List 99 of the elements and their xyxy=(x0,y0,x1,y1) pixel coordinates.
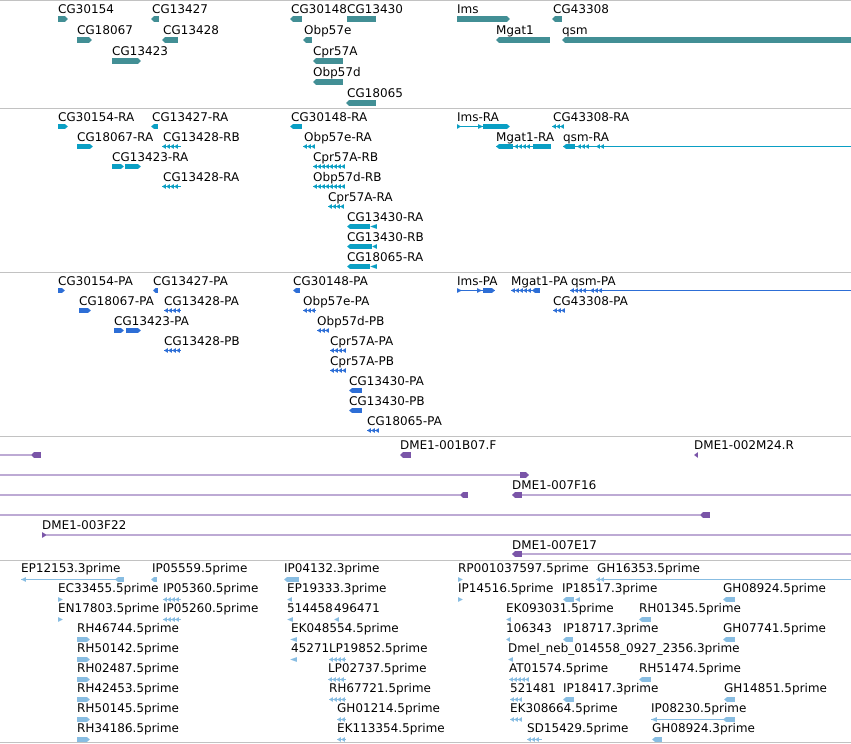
feature-label: Ims-RA xyxy=(457,110,499,124)
feature-label: SD15429.5prime xyxy=(527,721,628,736)
feature-label: Cpr57A-PB xyxy=(330,354,394,368)
feature-label: RH01345.5prime xyxy=(639,601,741,616)
feature-label: Cpr57A-RA xyxy=(328,190,393,204)
feature-label: Mgat1-PA xyxy=(511,274,568,288)
feature-label: CG18067 xyxy=(77,22,133,37)
feature-label: CG13428 xyxy=(163,22,219,37)
feature-label: IP04132.3prime xyxy=(284,561,380,576)
feature-label: CG30148-PA xyxy=(293,274,368,288)
feature-label: CG13430-RB xyxy=(347,230,424,244)
feature-label: CG13430-PA xyxy=(349,374,424,388)
feature-label: CG18067-RA xyxy=(77,130,154,144)
feature-label: qsm xyxy=(562,22,588,37)
feature-label: Obp57e-PA xyxy=(303,294,370,308)
feature-label: Obp57d xyxy=(313,64,361,79)
feature-label: CG30154-PA xyxy=(58,274,133,288)
feature-label: Obp57d-RB xyxy=(313,170,382,184)
feature-label: CG13423-RA xyxy=(112,150,188,164)
feature-label: Obp57e-RA xyxy=(304,130,372,144)
feature-label: Obp57d-PB xyxy=(317,314,384,328)
feature-label: CG13430-RA xyxy=(347,210,424,224)
feature-label: RH51474.5prime xyxy=(639,661,741,676)
feature-label: EK048554.5prime xyxy=(291,621,399,636)
feature-label: CG43308-RA xyxy=(553,110,630,124)
feature-label: Obp57e xyxy=(304,22,352,37)
feature-label: qsm-RA xyxy=(563,130,609,144)
feature-label: CG30148-RA xyxy=(291,110,368,124)
feature-label: RH67721.5prime xyxy=(329,681,431,696)
feature-label: GH08924.3prime xyxy=(652,721,755,736)
feature-label: EK093031.5prime xyxy=(506,601,614,616)
feature-label: Ims xyxy=(457,2,478,16)
feature-label: GH08924.5prime xyxy=(723,581,826,596)
feature-label: DME1-003F22 xyxy=(42,518,126,532)
feature-label: CG13427-RA xyxy=(152,110,228,124)
feature-label: Cpr57A-PA xyxy=(330,334,394,348)
feature-label: CG30154-RA xyxy=(58,110,134,124)
feature-label: EK308664.5prime xyxy=(510,701,618,716)
feature-label: CG30154 xyxy=(58,2,114,16)
feature-label: CG13428-PB xyxy=(164,334,240,348)
feature-label: 514458 xyxy=(287,601,333,616)
feature-label: IP05360.5prime xyxy=(163,581,258,596)
feature-label: CG13427 xyxy=(152,2,208,16)
feature-label: RH50145.5prime xyxy=(77,701,179,716)
feature-label: EP19333.3prime xyxy=(287,581,386,596)
feature-label: LP19852.5prime xyxy=(329,641,428,656)
feature-label: IP08230.5prime xyxy=(651,701,746,716)
feature-label: DME1-002M24.R xyxy=(694,438,794,452)
feature-label: CG13423 xyxy=(112,44,168,58)
feature-label: IP18717.3prime xyxy=(563,621,658,636)
feature-label: IP18417.3prime xyxy=(563,681,658,696)
feature-label: CG43308-PA xyxy=(553,294,628,308)
feature-label: IP05559.5prime xyxy=(152,561,248,576)
feature-label: 521481 xyxy=(510,681,556,696)
feature-label: RH34186.5prime xyxy=(77,721,179,736)
feature-label: Mgat1-RA xyxy=(496,130,554,144)
feature-label: GH07741.5prime xyxy=(723,621,826,636)
feature-label: DME1-001B07.F xyxy=(400,438,496,452)
feature-label: GH16353.5prime xyxy=(597,561,700,576)
feature-label: CG18067-PA xyxy=(79,294,154,308)
feature-label: RH50142.5prime xyxy=(77,641,179,656)
feature-label: CG13428-PA xyxy=(164,294,239,308)
feature-label: Mgat1 xyxy=(496,22,534,37)
feature-label: 106343 xyxy=(506,621,552,636)
feature-label: LP02737.5prime xyxy=(328,661,427,676)
feature-label: IP14516.5prime xyxy=(458,581,554,596)
feature-label: CG13423-PA xyxy=(114,314,189,328)
feature-label: RH42453.5prime xyxy=(77,681,179,696)
feature-label: 496471 xyxy=(334,601,380,616)
feature-label: Ims-PA xyxy=(457,274,498,288)
feature-label: Dmel_neb_014558_0927_2356.3prime xyxy=(508,641,740,656)
feature-label: IP05260.5prime xyxy=(163,601,258,616)
feature-label: RP001037597.5prime xyxy=(458,561,589,576)
feature-label: CG13428-RA xyxy=(163,170,240,184)
feature-label: CG18065-RA xyxy=(347,250,424,264)
feature-label: CG43308 xyxy=(553,2,609,16)
feature-label: DME1-007E17 xyxy=(512,538,597,552)
feature-label: IP18517.3prime xyxy=(562,581,658,596)
feature-label: 45271 xyxy=(291,641,330,656)
feature-label: Cpr57A-RB xyxy=(313,150,378,164)
feature-label: DME1-007F16 xyxy=(512,478,596,492)
feature-label: GH14851.5prime xyxy=(724,681,827,696)
feature-label: EK113354.5prime xyxy=(337,721,445,736)
feature-label: EC33455.5prime xyxy=(58,581,159,596)
feature-label: EP12153.3prime xyxy=(21,561,120,576)
feature-label: qsm-PA xyxy=(571,274,616,288)
feature-label: RH46744.5prime xyxy=(77,621,179,636)
feature-label: RH02487.5prime xyxy=(77,661,179,676)
feature-label: CG13430 xyxy=(347,2,403,16)
feature-label: CG13427-PA xyxy=(153,274,228,288)
feature-label: CG18065 xyxy=(347,86,403,100)
feature-label: EN17803.5prime xyxy=(58,601,160,616)
feature-label: CG18065-PA xyxy=(367,414,442,428)
feature-label: Cpr57A xyxy=(313,44,358,58)
feature-label: CG13430-PB xyxy=(349,394,425,408)
feature-label: GH01214.5prime xyxy=(337,701,440,716)
feature-label: AT01574.5prime xyxy=(509,661,608,676)
feature-label: CG30148 xyxy=(291,2,347,16)
feature-label: CG13428-RB xyxy=(163,130,240,144)
